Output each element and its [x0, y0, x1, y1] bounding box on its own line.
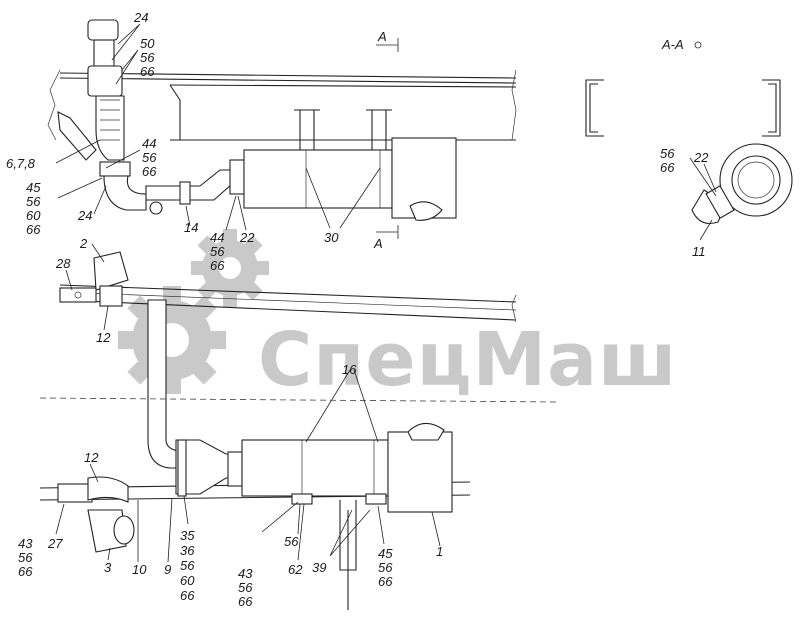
callout-56-e: 56	[180, 558, 195, 573]
callout-labels: 24 50 56 66 6,7,8 44 56 66 45 56 60 66 2…	[6, 10, 709, 609]
callout-66-g: 66	[378, 574, 393, 589]
leader-lines	[55, 23, 717, 563]
callout-56-a: 56	[142, 150, 157, 165]
callout-45-b: 45	[378, 546, 393, 561]
callout-66-e: 66	[180, 588, 195, 603]
upper-frame	[47, 69, 517, 141]
callout-14: 14	[184, 220, 198, 235]
view-title: А-А	[661, 37, 684, 52]
callout-6-7-8: 6,7,8	[6, 156, 36, 171]
bottom-assembly	[39, 422, 471, 610]
callout-44-b: 44	[210, 230, 224, 245]
cut-label-top: А	[377, 29, 387, 44]
lower-frame	[59, 251, 517, 469]
callout-36: 36	[180, 543, 195, 558]
callout-9: 9	[164, 562, 171, 577]
callout-66: 66	[140, 64, 155, 79]
callout-66-c: 66	[210, 258, 225, 273]
callout-45: 45	[26, 180, 41, 195]
callout-12-top: 12	[96, 330, 111, 345]
callout-66-f: 66	[238, 594, 253, 609]
callout-35: 35	[180, 528, 195, 543]
callout-22-mid: 22	[239, 230, 255, 245]
section-view: А-А	[585, 37, 793, 225]
callout-10: 10	[132, 562, 147, 577]
callout-22-view: 22	[693, 150, 709, 165]
callout-56-view: 56	[660, 146, 675, 161]
callout-12-bottom: 12	[84, 450, 99, 465]
callout-30: 30	[324, 230, 339, 245]
callout-16: 16	[342, 362, 357, 377]
callout-11: 11	[692, 244, 706, 259]
watermark: СпецМаш	[118, 229, 678, 403]
callout-56-d: 56	[18, 550, 33, 565]
callout-60: 60	[26, 208, 41, 223]
callout-56-b: 56	[26, 194, 41, 209]
callout-2: 2	[79, 236, 88, 251]
callout-24-top: 24	[133, 10, 148, 25]
upper-exhaust-pipe	[57, 19, 457, 221]
callout-50: 50	[140, 36, 155, 51]
callout-62: 62	[288, 562, 303, 577]
callout-39: 39	[312, 560, 326, 575]
callout-43-b: 43	[238, 566, 253, 581]
callout-44-a: 44	[142, 136, 156, 151]
callout-66-view: 66	[660, 160, 675, 175]
callout-60-b: 60	[180, 573, 195, 588]
callout-27: 27	[47, 536, 63, 551]
callout-66-b: 66	[26, 222, 41, 237]
callout-56-low: 56	[284, 534, 299, 549]
callout-43-a: 43	[18, 536, 33, 551]
callout-56-c: 56	[210, 244, 225, 259]
callout-66-d: 66	[18, 564, 33, 579]
callout-66-a: 66	[142, 164, 157, 179]
callout-56-g: 56	[378, 560, 393, 575]
callout-56: 56	[140, 50, 155, 65]
cut-label-bottom: А	[373, 236, 383, 251]
section-cut-top: А А	[373, 29, 399, 251]
callout-56-f: 56	[238, 580, 253, 595]
callout-28: 28	[55, 256, 71, 271]
center-line	[39, 397, 561, 403]
callout-3: 3	[104, 560, 112, 575]
callout-1: 1	[436, 544, 443, 559]
watermark-text: СпецМаш	[258, 317, 678, 403]
callout-24-mid: 24	[77, 208, 92, 223]
